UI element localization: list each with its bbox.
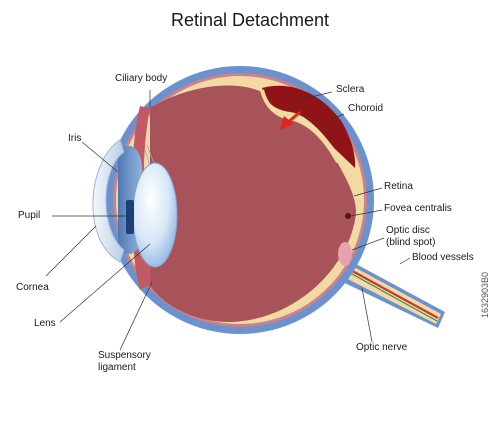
stock-id-watermark: 1632903B0 [480, 271, 490, 318]
label-choroid: Choroid [348, 103, 384, 114]
label-retina: Retina [384, 181, 413, 192]
page-title: Retinal Detachment [170, 10, 330, 30]
vitreous-body [150, 85, 356, 322]
label-fovea-centralis: Fovea centralis [384, 203, 452, 214]
leader-suspensory-ligament [119, 281, 153, 351]
detachment-arrow-icon [280, 110, 301, 130]
leader-cornea [45, 225, 97, 277]
label-suspensory-ligament-line1: Suspensory [98, 350, 151, 361]
leader-iris [81, 141, 119, 173]
lens [132, 162, 178, 268]
label-optic-disc-line2: (blind spot) [386, 237, 436, 248]
label-suspensory-ligament-line2: ligament [98, 362, 136, 373]
leader-retina [353, 187, 383, 197]
leader-lens [59, 243, 151, 323]
leader-choroid [329, 113, 345, 121]
leader-optic-disc [351, 237, 385, 251]
detached-retina [260, 89, 340, 163]
leader-optic-nerve [361, 287, 373, 343]
label-sclera: Sclera [336, 84, 365, 95]
leader-sclera [297, 91, 333, 101]
pupil [126, 200, 134, 234]
fovea-centralis [345, 213, 351, 219]
optic-disc [338, 242, 352, 266]
cornea [92, 139, 125, 263]
label-cornea: Cornea [16, 282, 49, 293]
label-iris: Iris [68, 133, 82, 144]
label-blood-vessels: Blood vessels [412, 252, 474, 263]
label-optic-disc-line1: Optic disc [386, 225, 430, 236]
label-lens: Lens [34, 318, 56, 329]
label-pupil: Pupil [18, 210, 41, 221]
label-optic-nerve: Optic nerve [356, 342, 408, 353]
leader-blood-vessels [399, 257, 411, 265]
leader-fovea [350, 209, 383, 217]
detached-choroid [262, 85, 356, 168]
leader-lines [45, 90, 411, 351]
label-ciliary-body: Ciliary body [115, 73, 168, 84]
